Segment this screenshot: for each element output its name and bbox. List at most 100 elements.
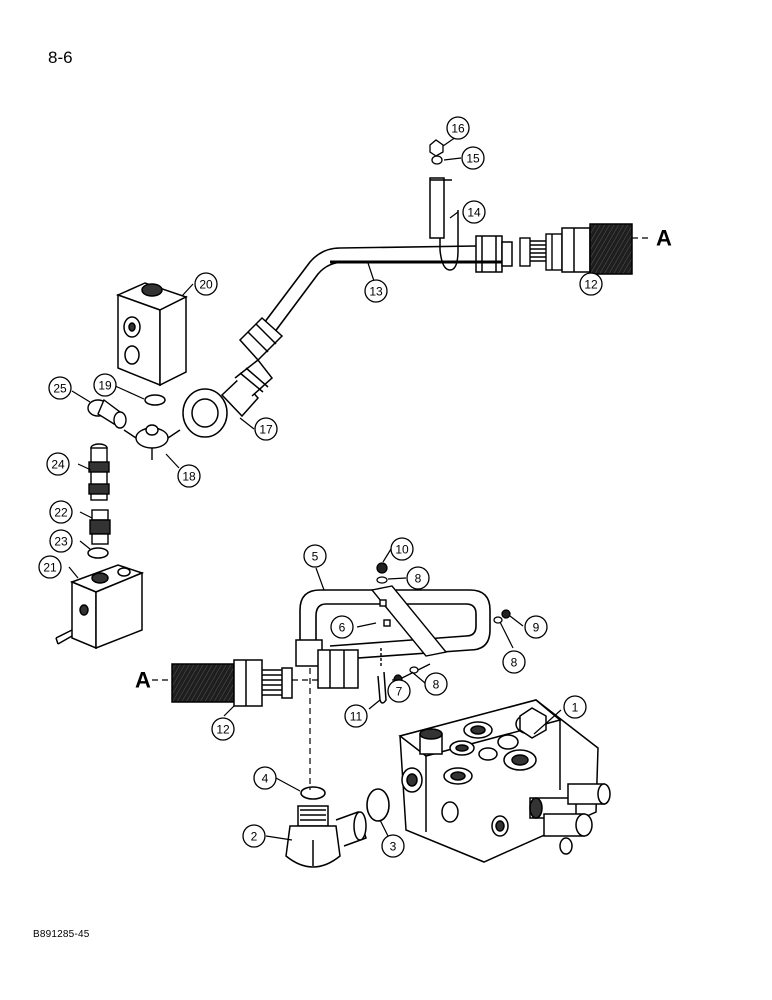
callout-19: 19: [93, 373, 117, 397]
callout-number: 8: [415, 572, 422, 586]
callout-circle: [303, 544, 327, 568]
washer-8-top: [376, 576, 388, 584]
callout-7: 7: [387, 679, 411, 703]
hose-12-upper: [561, 223, 633, 275]
callout-circle: [344, 704, 368, 728]
callout-number: 25: [53, 382, 67, 396]
valve-21: [55, 564, 145, 650]
callout-12: 12: [579, 272, 603, 296]
callout-number: 8: [433, 678, 440, 692]
callout-number: 18: [182, 470, 196, 484]
callout-number: 2: [251, 830, 258, 844]
callout-12: 12: [211, 717, 235, 741]
figure-code: B891285-45: [33, 929, 90, 940]
adapter-fitting: [519, 233, 563, 271]
callout-number: 14: [467, 206, 481, 220]
callout-16: 16: [446, 116, 470, 140]
callout-circle: [46, 452, 70, 476]
callout-8: 8: [424, 672, 448, 696]
callout-circle: [194, 272, 218, 296]
callout-circle: [579, 272, 603, 296]
callout-circle: [254, 417, 278, 441]
callout-9: 9: [524, 615, 548, 639]
callout-number: 6: [339, 621, 346, 635]
callout-number: 19: [98, 379, 112, 393]
callout-circle: [461, 146, 485, 170]
o-ring-3: [366, 788, 390, 822]
callout-4: 4: [253, 766, 277, 790]
callout-circle: [49, 500, 73, 524]
callout-number: 10: [395, 543, 409, 557]
callout-number: 23: [54, 535, 68, 549]
callout-number: 9: [533, 621, 540, 635]
nut-9: [493, 609, 511, 624]
elbow-25: [87, 398, 127, 429]
callout-circle: [49, 529, 73, 553]
callout-20: 20: [194, 272, 218, 296]
callout-17: 17: [254, 417, 278, 441]
callout-number: 4: [262, 772, 269, 786]
reference-a-bottom: A: [135, 668, 151, 693]
callout-14: 14: [462, 200, 486, 224]
callout-10: 10: [390, 537, 414, 561]
callout-11: 11: [344, 704, 368, 728]
o-ring-4: [300, 786, 326, 800]
washer-16: [429, 139, 444, 157]
tube-13: [254, 245, 477, 346]
callout-number: 13: [369, 285, 383, 299]
page-number: 8-6: [48, 48, 73, 67]
callout-circle: [524, 615, 548, 639]
adapter-22: [89, 509, 111, 545]
callout-circle: [381, 834, 405, 858]
callout-number: 15: [466, 152, 480, 166]
callout-circle: [390, 537, 414, 561]
callout-number: 21: [43, 561, 57, 575]
callout-8: 8: [406, 566, 430, 590]
callout-circle: [387, 679, 411, 703]
callout-25: 25: [48, 376, 72, 400]
bracket-6: [370, 585, 448, 657]
callout-circle: [177, 464, 201, 488]
callout-24: 24: [46, 452, 70, 476]
control-valve-1: [398, 699, 611, 863]
u-bolt-11: [377, 671, 387, 704]
tube-5: [299, 589, 491, 661]
callout-21: 21: [38, 555, 62, 579]
callout-circle: [48, 376, 72, 400]
callout-8: 8: [502, 650, 526, 674]
tube-5-end-nuts: [295, 639, 359, 689]
callout-circle: [38, 555, 62, 579]
elbow-17: [182, 358, 274, 438]
callout-circle: [242, 824, 266, 848]
callout-number: 11: [350, 710, 363, 724]
callout-22: 22: [49, 500, 73, 524]
callout-number: 8: [511, 656, 518, 670]
nut-15: [431, 155, 443, 165]
callout-6: 6: [330, 615, 354, 639]
callout-circle: [253, 766, 277, 790]
callout-number: 5: [312, 550, 319, 564]
reference-a-top: A: [656, 226, 672, 251]
callout-18: 18: [177, 464, 201, 488]
clip-14: [429, 177, 459, 271]
callout-number: 3: [390, 840, 397, 854]
callout-number: 12: [216, 723, 230, 737]
o-ring-23: [87, 547, 109, 559]
tube-nut-left: [238, 316, 284, 362]
callout-circle: [364, 279, 388, 303]
callout-15: 15: [461, 146, 485, 170]
callout-number: 24: [51, 458, 65, 472]
callout-3: 3: [381, 834, 405, 858]
callout-number: 16: [451, 122, 465, 136]
valve-block-20: [115, 282, 188, 387]
tube-nut-right: [475, 235, 513, 273]
callout-circle: [446, 116, 470, 140]
callout-number: 7: [396, 685, 403, 699]
callout-number: 17: [259, 423, 273, 437]
callout-number: 22: [54, 506, 68, 520]
callout-circle: [406, 566, 430, 590]
part-callouts: 1234567888910111212131415161718192021222…: [38, 116, 603, 858]
callout-circle: [502, 650, 526, 674]
